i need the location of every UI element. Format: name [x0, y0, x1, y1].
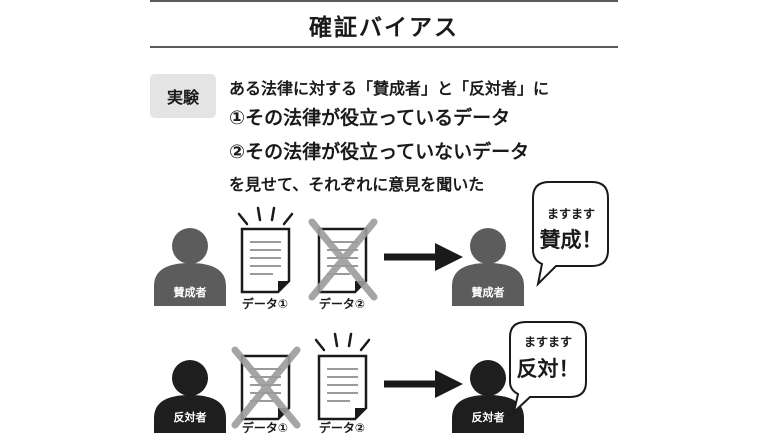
- person-icon: [452, 360, 524, 433]
- bubble-small-text: ますます: [523, 335, 572, 349]
- crossed-document-icon: [308, 218, 378, 301]
- top-rule: [150, 0, 618, 2]
- crossed-document-icon: [231, 346, 301, 429]
- opponent-label: 反対者: [173, 411, 207, 424]
- document-icon: [240, 227, 291, 294]
- page-title: 確証バイアス: [309, 15, 459, 41]
- attention-lines-icon: [237, 206, 294, 226]
- document-icon: [317, 354, 368, 421]
- bubble-big-text: 賛成！: [539, 228, 603, 252]
- supporter-label: 賛成者: [173, 286, 207, 299]
- person-icon: [154, 360, 226, 433]
- bubble-small-text: ますます: [546, 207, 595, 221]
- speech-bubble-icon: [509, 321, 587, 415]
- data1-label: データ①: [241, 297, 289, 311]
- bubble-big-text: 反対！: [516, 357, 580, 381]
- title-underline: [150, 46, 618, 48]
- person-icon: [154, 228, 226, 306]
- data2-label: データ②: [318, 421, 366, 435]
- description-line-2: ①その法律が役立っているデータ: [229, 107, 511, 129]
- description-line-3: ②その法律が役立っていないデータ: [229, 141, 530, 163]
- result-opponent-label: 反対者: [471, 411, 505, 424]
- description-line-4: を見せて、それぞれに意見を聞いた: [229, 175, 485, 194]
- description-line-1: ある法律に対する「賛成者」と「反対者」に: [229, 79, 550, 98]
- result-supporter-label: 賛成者: [471, 286, 505, 299]
- data2-label: データ②: [318, 297, 366, 311]
- person-icon: [452, 228, 524, 306]
- speech-bubble-icon: [532, 181, 609, 288]
- attention-lines-icon: [314, 332, 371, 352]
- experiment-badge: 実験: [150, 74, 216, 118]
- data1-label: データ①: [241, 421, 289, 435]
